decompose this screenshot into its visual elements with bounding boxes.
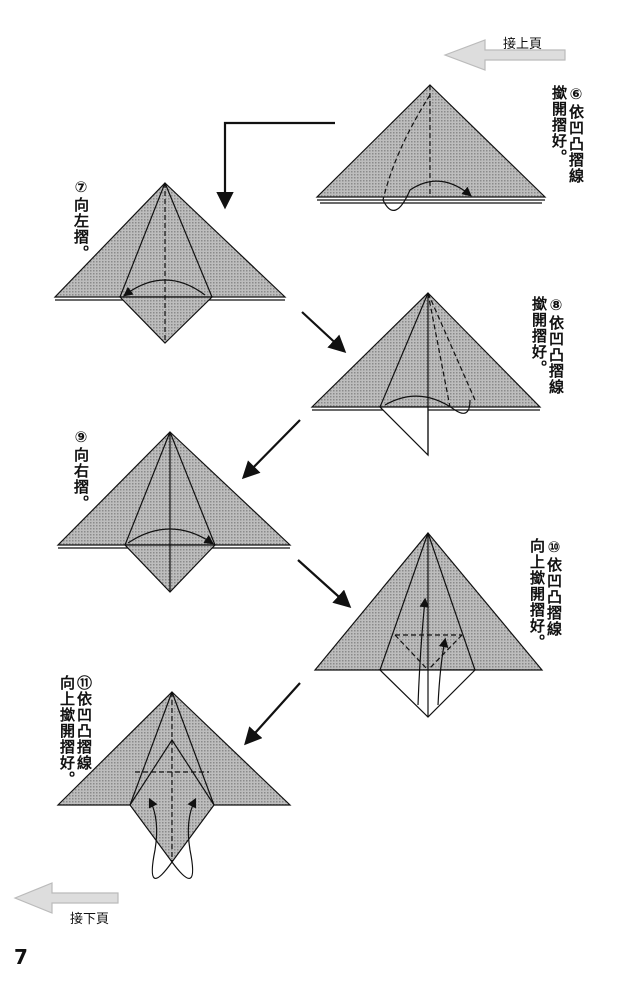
step-6-instruction: ⑥依凹凸摺線撳開摺好。 xyxy=(550,85,585,184)
step-8-diagram xyxy=(310,292,542,457)
flow-arrows xyxy=(216,121,352,746)
step-8-instruction: ⑧依凹凸摺線撳開摺好。 xyxy=(530,296,565,395)
page-number: 7 xyxy=(14,945,28,969)
step-7-instruction: ⑦向左摺。 xyxy=(72,178,90,261)
step-9-diagram xyxy=(56,431,292,593)
step-10-instruction: ⑩依凹凸摺線向上撳開摺好。 xyxy=(528,538,563,650)
step-7-diagram xyxy=(53,182,287,344)
next-page-arrow[interactable] xyxy=(13,882,119,914)
step-9-instruction: ⑨向右摺。 xyxy=(72,428,90,511)
step-6-diagram xyxy=(315,84,547,211)
step-11-diagram xyxy=(56,691,292,879)
prev-page-arrow[interactable] xyxy=(443,39,566,71)
prev-page-label[interactable]: 接上頁 xyxy=(503,37,543,52)
step-10-diagram xyxy=(313,532,544,718)
step-11-instruction: ⑪依凹凸摺線向上撳開摺好。 xyxy=(58,675,93,787)
next-page-label[interactable]: 接下頁 xyxy=(70,912,110,927)
